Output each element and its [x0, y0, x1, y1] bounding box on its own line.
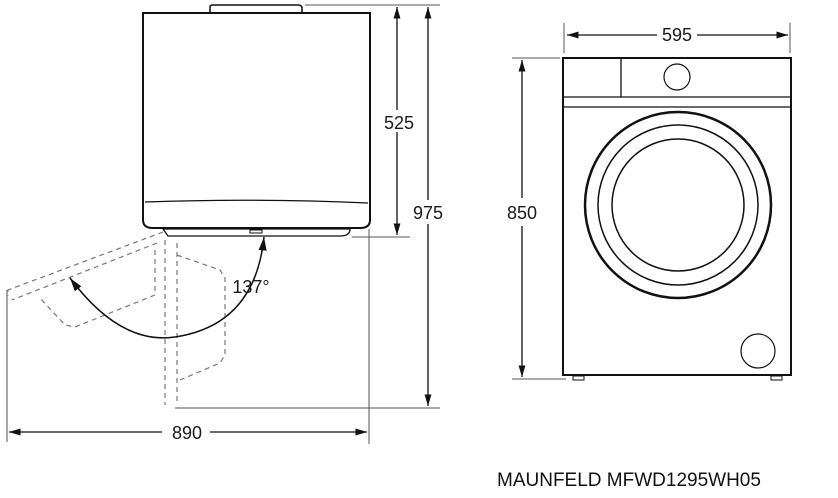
foot-left	[572, 375, 585, 381]
extension-lines-side	[6, 4, 440, 444]
foot-right	[770, 375, 783, 381]
front-view	[512, 23, 792, 381]
door-angle-arc	[69, 236, 267, 339]
door-glass	[611, 138, 745, 272]
door-hinge	[249, 229, 263, 234]
door-outer	[583, 110, 773, 300]
label-backdrop	[410, 200, 446, 224]
door-base	[161, 228, 351, 237]
extension-lines-front	[512, 23, 791, 380]
machine-body-front	[562, 57, 792, 376]
open-door-outline	[7, 231, 226, 405]
top-cap	[209, 4, 303, 13]
dim-width: 595	[662, 25, 692, 45]
dim-door-depth: 525	[384, 113, 414, 133]
program-knob-icon	[663, 63, 691, 91]
machine-body-side	[142, 12, 371, 229]
door-rim-line	[144, 199, 369, 204]
dim-height: 850	[507, 203, 537, 223]
model-label: MAUNFELD MFWD1295WH05	[497, 470, 761, 491]
side-view	[6, 4, 440, 444]
dim-door-open-width: 890	[172, 423, 202, 443]
door-ring	[597, 124, 759, 286]
dim-door-angle: 137°	[232, 277, 269, 297]
dim-total-depth: 975	[413, 203, 443, 223]
label-backdrop	[383, 110, 413, 132]
filter-hatch	[740, 333, 776, 369]
